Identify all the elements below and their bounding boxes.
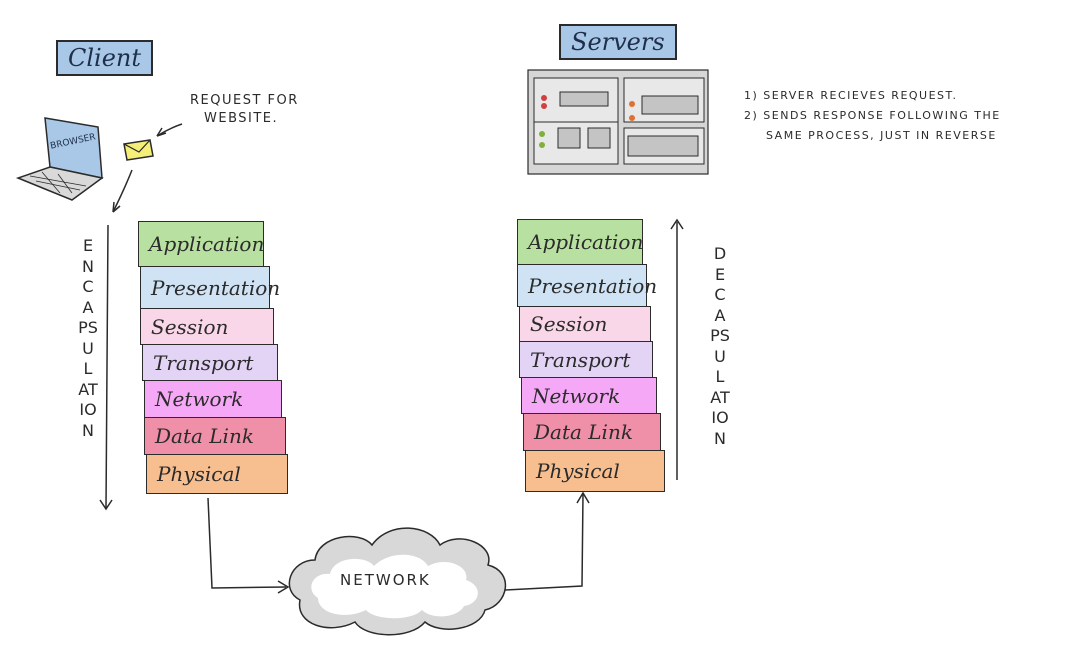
layer-label: Network	[532, 383, 621, 408]
right-layer-application: Application	[517, 219, 643, 265]
servers-title: Servers	[559, 24, 677, 60]
layer-label: Transport	[530, 347, 631, 372]
server-notes: 1) SERVER RECIEVES REQUEST. 2) SENDS RES…	[744, 86, 1001, 146]
layer-label: Physical	[157, 462, 241, 486]
client-title: Client	[56, 40, 154, 76]
request-note: REQUEST FOR WEBSITE.	[190, 92, 299, 128]
network-cloud-icon	[288, 527, 506, 636]
server-note-3: SAME PROCESS, JUST IN REVERSE	[766, 129, 997, 142]
right-layer-data-link: Data Link	[523, 413, 661, 451]
encapsulation-label: ENCAPSULATION	[78, 236, 98, 440]
left-layer-application: Application	[138, 221, 264, 267]
layer-label: Transport	[153, 350, 254, 375]
layer-label: Presentation	[528, 273, 658, 298]
layer-label: Presentation	[151, 275, 281, 300]
decapsulation-label: DECAPSULATION	[710, 244, 730, 448]
server-note-2: 2) SENDS RESPONSE FOLLOWING THE	[744, 109, 1001, 122]
layer-label: Application	[528, 230, 644, 254]
layer-label: Session	[151, 314, 229, 339]
request-note-line-1: REQUEST FOR	[190, 93, 299, 108]
left-layer-physical: Physical	[146, 454, 288, 494]
server-note-1: 1) SERVER RECIEVES REQUEST.	[744, 89, 958, 102]
layer-label: Application	[149, 232, 265, 256]
right-layer-transport: Transport	[519, 341, 653, 378]
layer-label: Network	[155, 387, 244, 411]
right-layer-presentation: Presentation	[517, 264, 657, 307]
laptop-icon	[15, 117, 104, 201]
request-note-line-2: WEBSITE.	[204, 111, 279, 126]
left-layer-network: Network	[144, 380, 282, 418]
right-layer-network: Network	[521, 377, 657, 414]
server-rack-icon	[527, 69, 709, 175]
left-layer-data-link: Data Link	[144, 417, 286, 455]
network-label: NETWORK	[340, 571, 431, 589]
layer-label: Physical	[536, 459, 620, 483]
right-layer-session: Session	[519, 306, 651, 342]
layer-label: Data Link	[155, 424, 254, 448]
left-layer-transport: Transport	[142, 344, 278, 381]
envelope-icon	[123, 139, 154, 161]
right-layer-physical: Physical	[525, 450, 665, 492]
layer-label: Data Link	[534, 420, 633, 444]
left-layer-session: Session	[140, 308, 274, 345]
left-layer-presentation: Presentation	[140, 266, 280, 309]
layer-label: Session	[530, 312, 608, 336]
